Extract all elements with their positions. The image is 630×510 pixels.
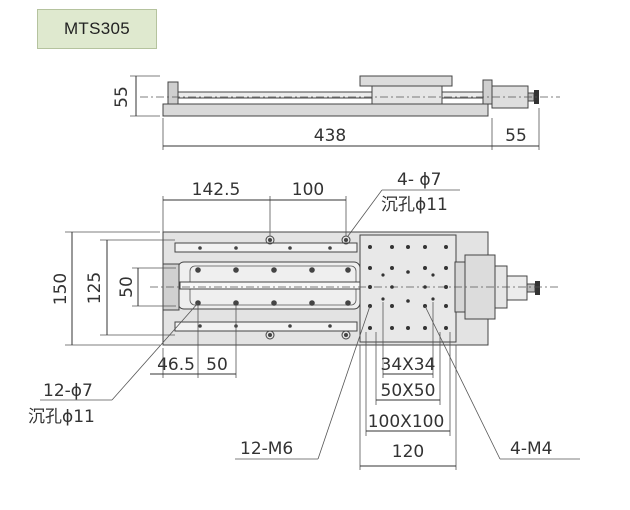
table-hole — [444, 245, 448, 249]
top-knob — [535, 281, 540, 295]
side-dim-motor: 55 — [505, 126, 527, 146]
table-hole — [444, 326, 448, 330]
table-hole — [368, 285, 372, 289]
slot-hole — [271, 267, 277, 273]
dim-top-offset: 142.5 — [192, 180, 241, 200]
slot-hole — [345, 267, 351, 273]
dim-grid-small: 34X34 — [381, 355, 436, 375]
top-view: 142.5 100 4- ϕ7 沉孔ϕ11 150 125 50 46.5 50… — [28, 170, 580, 470]
table-hole — [423, 285, 427, 289]
cb-hole-center — [268, 333, 272, 337]
model-tag: MTS305 — [37, 9, 157, 49]
model-name: MTS305 — [63, 19, 131, 38]
top-shaft — [526, 283, 536, 293]
callout-top-count: 4- ϕ7 — [397, 170, 441, 190]
callout-left-cb: 沉孔ϕ11 — [28, 407, 95, 427]
table-hole — [423, 266, 427, 270]
dim-top-pitch: 100 — [292, 180, 324, 200]
carriage-holes — [368, 245, 448, 330]
side-carriage-top — [359, 75, 453, 87]
callout-top-cb: 沉孔ϕ11 — [381, 195, 448, 215]
table-hole — [444, 266, 448, 270]
table-hole — [368, 245, 372, 249]
table-hole — [406, 326, 410, 330]
table-hole — [423, 245, 427, 249]
table-hole — [381, 297, 385, 301]
slot-hole — [345, 300, 351, 306]
cb-hole-center — [268, 238, 272, 242]
dim-bottom-offset-a: 46.5 — [157, 355, 195, 375]
body-mount-holes — [265, 235, 351, 340]
rail-dot — [198, 246, 202, 250]
table-hole — [390, 304, 394, 308]
table-hole — [423, 326, 427, 330]
rail-dot — [328, 324, 332, 328]
cb-hole-center — [344, 333, 348, 337]
table-hole — [390, 245, 394, 249]
slot-hole — [233, 267, 239, 273]
table-hole — [406, 245, 410, 249]
side-dim-length: 438 — [314, 126, 346, 146]
table-hole — [406, 270, 410, 274]
callout-m6: 12-M6 — [240, 439, 293, 459]
table-hole — [444, 304, 448, 308]
table-hole — [406, 299, 410, 303]
leader-line — [424, 305, 501, 460]
table-hole — [431, 273, 435, 277]
dim-inner-width: 125 — [85, 272, 105, 304]
slot-hole — [309, 300, 315, 306]
top-carriage — [359, 234, 457, 343]
table-hole — [390, 285, 394, 289]
dim-slot-width: 50 — [117, 276, 137, 298]
table-hole — [390, 266, 394, 270]
side-view: 55 438 55 — [112, 75, 560, 150]
slot-hole — [195, 267, 201, 273]
top-rail-upper — [174, 242, 358, 253]
dim-grid-large: 100X100 — [368, 412, 445, 432]
dim-table-width: 120 — [392, 442, 424, 462]
dim-grid-mid: 50X50 — [381, 381, 436, 401]
callout-m4: 4-M4 — [510, 439, 552, 459]
top-coupler — [506, 275, 528, 301]
rail-dot — [328, 246, 332, 250]
rail-dot — [234, 246, 238, 250]
leader-line — [111, 302, 199, 401]
callout-left-count: 12-ϕ7 — [43, 381, 93, 401]
rail-dot — [288, 324, 292, 328]
side-base-plate — [162, 103, 489, 117]
cb-hole — [265, 330, 275, 340]
table-hole — [381, 273, 385, 277]
dim-width: 150 — [51, 273, 71, 305]
table-hole — [368, 326, 372, 330]
leader-line — [317, 305, 371, 460]
side-dim-height: 55 — [112, 86, 132, 108]
rail-dot — [288, 246, 292, 250]
side-end-block-left — [167, 81, 179, 105]
side-carriage-body — [371, 85, 443, 105]
slot-hole — [271, 300, 277, 306]
dim-bottom-offset-b: 50 — [206, 355, 228, 375]
cb-hole-center — [344, 238, 348, 242]
table-hole — [368, 266, 372, 270]
table-hole — [444, 285, 448, 289]
table-hole — [390, 326, 394, 330]
slot-hole — [233, 300, 239, 306]
leader-line — [347, 189, 383, 237]
side-end-block-right — [482, 79, 493, 105]
rail-dot — [198, 324, 202, 328]
top-rail-lower — [174, 321, 358, 332]
table-hole — [431, 297, 435, 301]
cb-hole — [341, 330, 351, 340]
slot-hole — [309, 267, 315, 273]
